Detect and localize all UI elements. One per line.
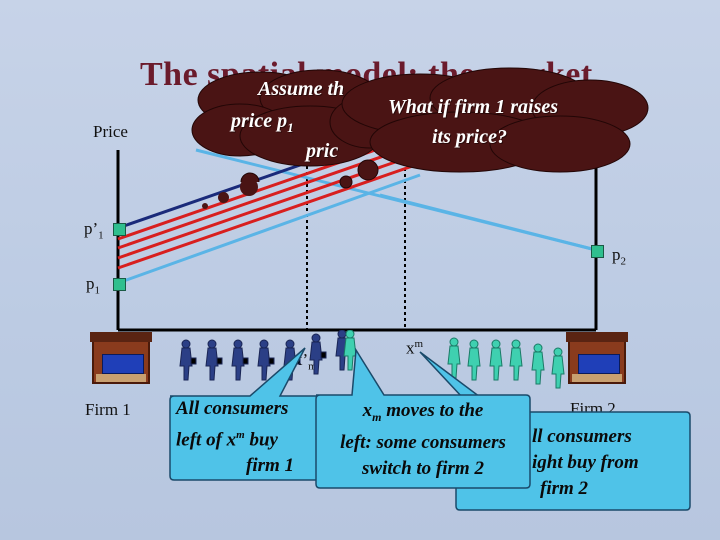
thought-cloud-front: [339, 67, 649, 189]
cloud-front-line1: What if firm 1 raises: [388, 96, 559, 118]
consumer-icon: [509, 339, 523, 381]
xm-label: xm: [406, 338, 424, 358]
firm2-store-icon: [566, 332, 628, 384]
p2-label: p2: [612, 245, 626, 268]
consumer-icon: [179, 339, 197, 381]
consumer-icon: [257, 339, 275, 381]
callout-middle-shape: [315, 347, 531, 489]
consumer-icon: [309, 333, 327, 375]
firm2-price-line: [379, 193, 597, 252]
consumer-icon: [447, 337, 461, 379]
callout-left-text: All consumers left of xm buy firm 1: [176, 398, 295, 477]
consumer-icon: [551, 347, 565, 389]
raised-price-line-1: [117, 158, 431, 270]
consumer-icon: [205, 339, 223, 381]
p1-prime-label: p’1: [84, 219, 104, 242]
p1-prime-marker: [113, 223, 126, 236]
p1-label: p1: [86, 274, 100, 297]
p1-marker: [113, 278, 126, 291]
cloud-front-line2: its price?: [432, 126, 507, 148]
cloud-bubble-tiny: [202, 203, 208, 209]
consumer-icon: [531, 343, 545, 385]
firm1-store-icon: [90, 332, 152, 384]
consumer-icon: [489, 339, 503, 381]
cloud-back-line2: price p1: [231, 110, 294, 135]
cloud-bubble-large: [240, 178, 258, 196]
callout-right-text: ll consumers ight buy from firm 2: [532, 426, 639, 499]
price-axis-label: Price: [93, 122, 128, 141]
consumer-icon: [231, 339, 249, 381]
consumers-row: [179, 330, 565, 389]
p2-marker: [591, 245, 604, 258]
cloud-back-line3: pric: [306, 140, 339, 162]
firm1-original-price-line: [117, 173, 421, 285]
callout-middle-text: xm moves to the left: some consumers swi…: [340, 400, 506, 479]
cloud-back-line1: Assume th: [258, 78, 345, 100]
cloud-bubble-small: [218, 192, 229, 203]
raised-price-line-3: [117, 138, 431, 250]
consumer-icon: [343, 330, 357, 371]
consumer-icon: [467, 339, 481, 381]
firm1-label: Firm 1: [85, 400, 131, 419]
